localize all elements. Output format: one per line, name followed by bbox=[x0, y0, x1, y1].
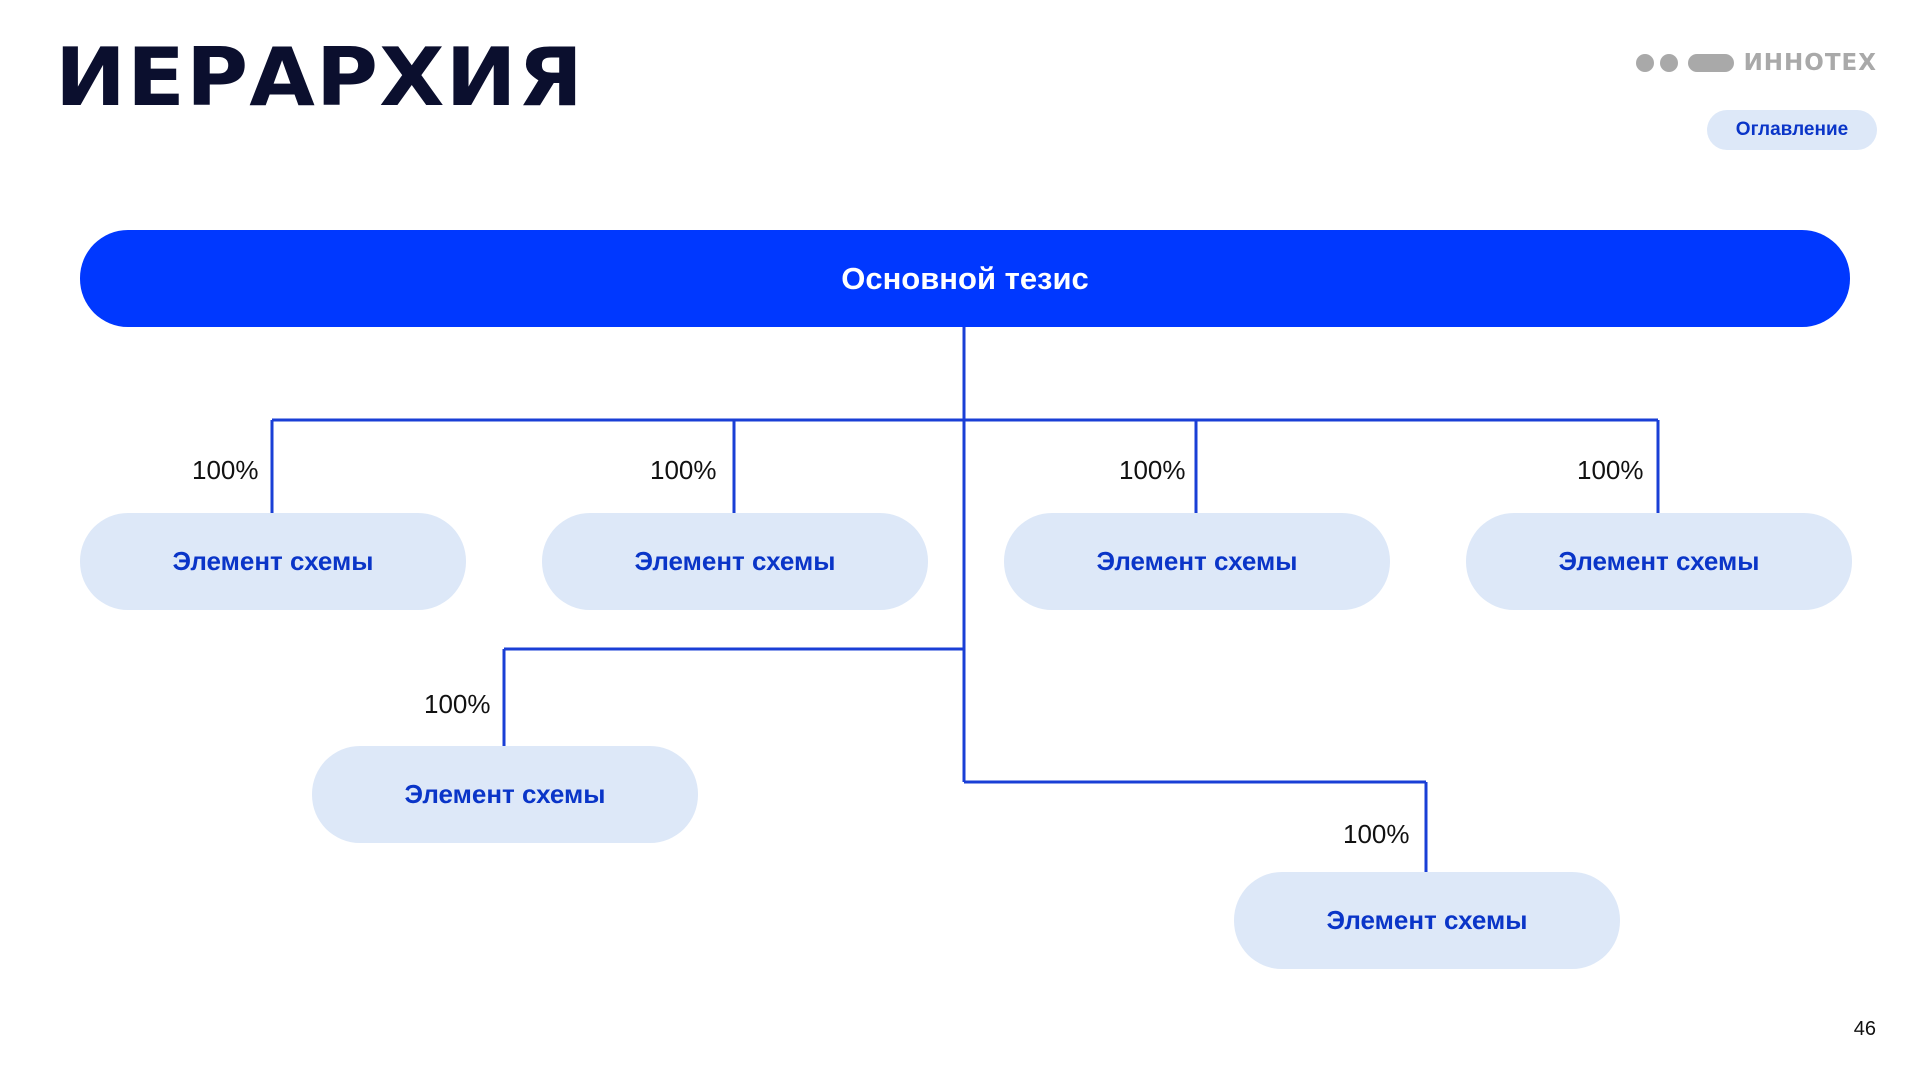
child-node: Элемент схемы bbox=[80, 513, 466, 610]
child-node: Элемент схемы bbox=[542, 513, 928, 610]
logo-dot-icon bbox=[1635, 54, 1654, 72]
child-node: Элемент схемы bbox=[312, 746, 698, 843]
child-node: Элемент схемы bbox=[1234, 872, 1620, 969]
root-node: Основной тезис bbox=[80, 230, 1850, 327]
percent-label: 100% bbox=[650, 455, 717, 485]
percent-label: 100% bbox=[1119, 455, 1186, 485]
slide-title: ИЕРАРХИЯ bbox=[55, 31, 584, 124]
percent-label: 100% bbox=[192, 455, 259, 485]
child-node: Элемент схемы bbox=[1466, 513, 1852, 610]
innotech-logo: ИННОТЕХ bbox=[1635, 50, 1877, 76]
logo-pill-icon bbox=[1687, 54, 1734, 72]
percent-label: 100% bbox=[1343, 819, 1410, 849]
percent-label: 100% bbox=[424, 689, 491, 719]
logo-dot-icon bbox=[1659, 54, 1678, 72]
percent-label: 100% bbox=[1577, 455, 1644, 485]
page-number: 46 bbox=[1853, 1018, 1876, 1040]
child-node: Элемент схемы bbox=[1004, 513, 1390, 610]
table-of-contents-button[interactable]: Оглавление bbox=[1707, 110, 1877, 150]
logo-wordmark: ИННОТЕХ bbox=[1743, 50, 1877, 76]
